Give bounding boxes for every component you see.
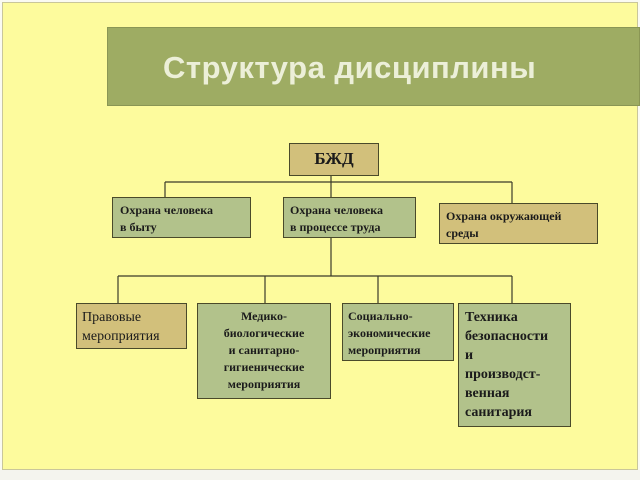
node-protection-environment: Охрана окружающей среды: [439, 203, 598, 244]
node-medical-measures: Медико- биологические и санитарно- гигие…: [197, 303, 331, 399]
node-label: Охрана человека в быту: [120, 203, 213, 234]
root-node-bzd: БЖД: [289, 143, 379, 176]
title-banner: Структура дисциплины: [107, 27, 640, 106]
node-socioeconomic-measures: Социально- экономические мероприятия: [342, 303, 454, 361]
slide-title: Структура дисциплины: [163, 50, 537, 85]
bottom-strip: [0, 470, 640, 480]
node-protection-home: Охрана человека в быту: [112, 197, 251, 238]
node-protection-work: Охрана человека в процессе труда: [283, 197, 416, 238]
node-label: Правовые мероприятия: [82, 310, 160, 344]
node-legal-measures: Правовые мероприятия: [76, 303, 187, 349]
root-node-label: БЖД: [314, 149, 354, 168]
node-safety-engineering: Техника безопасности и производст- венна…: [458, 303, 571, 427]
node-label: Социально- экономические мероприятия: [348, 309, 431, 357]
node-label: Охрана окружающей среды: [446, 209, 562, 240]
node-label: Охрана человека в процессе труда: [290, 203, 383, 234]
node-label: Техника безопасности и производст- венна…: [465, 310, 549, 420]
node-label: Медико- биологические и санитарно- гигие…: [223, 309, 305, 391]
